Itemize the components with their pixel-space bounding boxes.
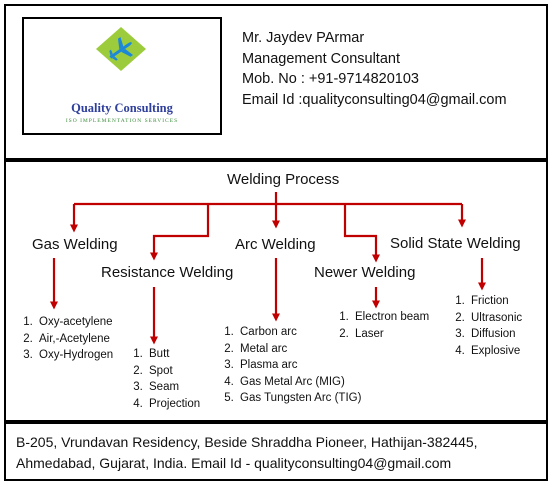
arc-welding-list: Carbon arcMetal arcPlasma arcGas Metal A… (215, 324, 361, 407)
list-item: Explosive (468, 343, 522, 360)
contact-mobile: Mob. No : +91-9714820103 (242, 71, 419, 87)
list-item: Projection (146, 396, 200, 413)
list-item: Butt (146, 346, 200, 363)
newer-welding-list: Electron beamLaser (330, 309, 429, 342)
contact-name: Mr. Jaydev PArmar (242, 30, 365, 46)
list-item: Seam (146, 379, 200, 396)
list-item: Gas Metal Arc (MIG) (237, 374, 361, 391)
arc-welding-label: Arc Welding (235, 236, 316, 253)
root-label: Welding Process (227, 171, 340, 188)
brand-name: Quality Consulting (71, 101, 173, 115)
list-item: Laser (352, 326, 429, 343)
list-item: Metal arc (237, 341, 361, 358)
contact-block: Mr. Jaydev PArmar Management Consultant … (242, 28, 507, 110)
contact-title: Management Consultant (242, 50, 400, 67)
footer-card: B-205, Vrundavan Residency, Beside Shrad… (4, 422, 548, 481)
gas-welding-label: Gas Welding (32, 236, 118, 253)
list-item: Diffusion (468, 326, 522, 343)
footer-address: B-205, Vrundavan Residency, Beside Shrad… (16, 434, 478, 471)
resistance-welding-list: ButtSpotSeamProjection (124, 346, 200, 412)
solid-state-welding-list: FrictionUltrasonicDiffusionExplosive (446, 293, 522, 359)
list-item: Oxy-acetylene (36, 314, 113, 331)
list-item: Spot (146, 363, 200, 380)
list-item: Friction (468, 293, 522, 310)
brand-tagline: ISO IMPLEMENTATION SERVICES (65, 118, 179, 124)
airplane-icon (109, 36, 134, 61)
list-item: Electron beam (352, 309, 429, 326)
list-item: Carbon arc (237, 324, 361, 341)
logo-mark (96, 27, 146, 71)
list-item: Gas Tungsten Arc (TIG) (237, 390, 361, 407)
list-item: Air,-Acetylene (36, 331, 113, 348)
list-item: Oxy-Hydrogen (36, 347, 113, 364)
solid-state-welding-label: Solid State Welding (390, 235, 521, 252)
list-item: Ultrasonic (468, 310, 522, 327)
contact-email: Email Id :qualityconsulting04@gmail.com (242, 91, 507, 108)
resistance-welding-label: Resistance Welding (101, 264, 234, 281)
newer-welding-label: Newer Welding (314, 264, 416, 281)
logo: Quality Consulting ISO IMPLEMENTATION SE… (22, 17, 222, 135)
list-item: Plasma arc (237, 357, 361, 374)
gas-welding-list: Oxy-acetyleneAir,-AcetyleneOxy-Hydrogen (14, 314, 113, 364)
